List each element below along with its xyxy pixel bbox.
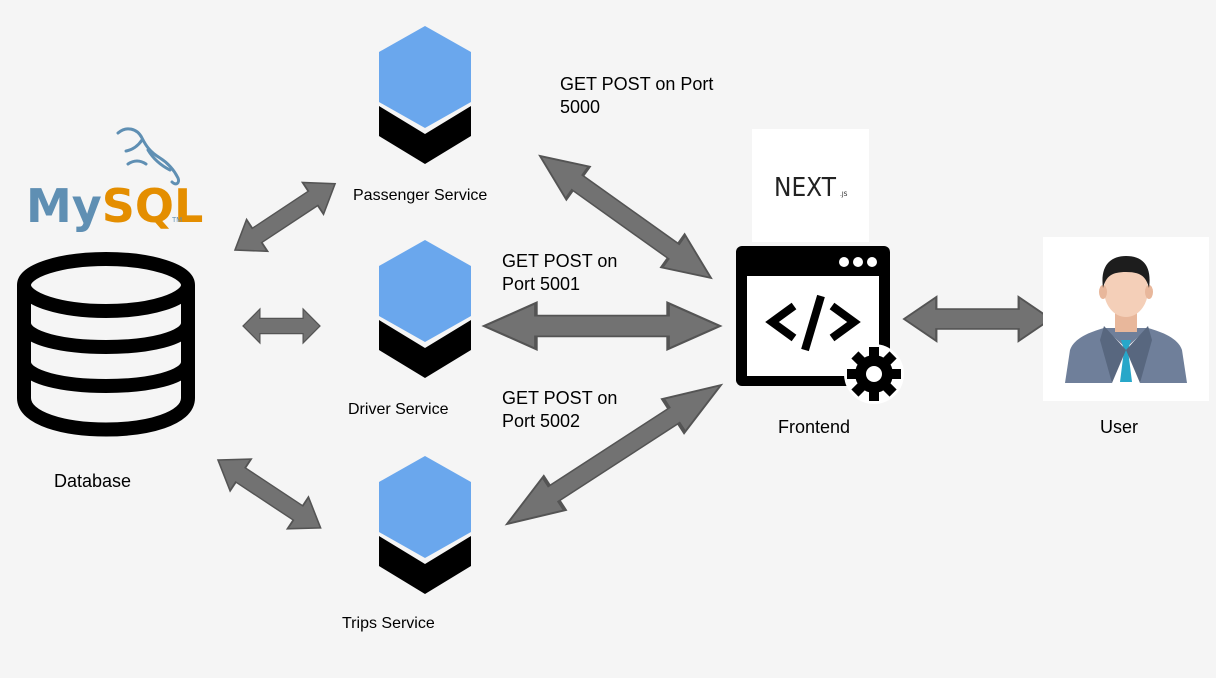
frontend-code-icon <box>736 246 904 404</box>
nextjs-logo: NEXT .JS <box>752 129 869 242</box>
database-icon <box>17 252 195 437</box>
svg-text:NEXT: NEXT <box>774 173 836 203</box>
port-5000-line1: GET POST on Port <box>560 74 714 94</box>
port-5000-label: GET POST on Port 5000 <box>560 73 713 119</box>
passenger-service-label: Passenger Service <box>353 187 488 204</box>
mysql-logo: MySQL TM <box>26 127 203 233</box>
svg-text:.JS: .JS <box>840 191 848 198</box>
trips-service-icon <box>379 456 471 594</box>
arrow-frontend-user <box>902 295 1053 343</box>
port-5002-label: GET POST on Port 5002 <box>502 387 617 433</box>
mysql-logo-text: MySQL <box>26 179 203 233</box>
port-5000-line2: 5000 <box>560 97 601 117</box>
arrow-db-trips <box>206 443 332 545</box>
connection-arrows <box>206 138 1053 545</box>
gear-icon <box>844 344 904 404</box>
user-label: User <box>1100 417 1139 437</box>
port-5001-label: GET POST on Port 5001 <box>502 250 617 296</box>
arrow-db-driver <box>242 308 321 344</box>
port-5001-line1: GET POST on <box>502 251 618 271</box>
port-5001-line2: Port 5001 <box>502 274 581 294</box>
user-avatar-icon <box>1043 237 1209 401</box>
mysql-tm-text: TM <box>172 217 182 224</box>
frontend-label: Frontend <box>778 417 851 437</box>
trips-service-label: Trips Service <box>342 615 435 632</box>
mysql-dolphin-icon <box>116 127 180 186</box>
arrow-db-passenger <box>223 167 347 267</box>
passenger-service-icon <box>379 26 471 164</box>
arrow-driver-frontend <box>482 301 722 351</box>
port-5002-line1: GET POST on <box>502 388 618 408</box>
database-label: Database <box>54 471 132 491</box>
driver-service-icon <box>379 240 471 378</box>
driver-service-label: Driver Service <box>348 401 449 418</box>
port-5002-line2: Port 5002 <box>502 411 581 431</box>
